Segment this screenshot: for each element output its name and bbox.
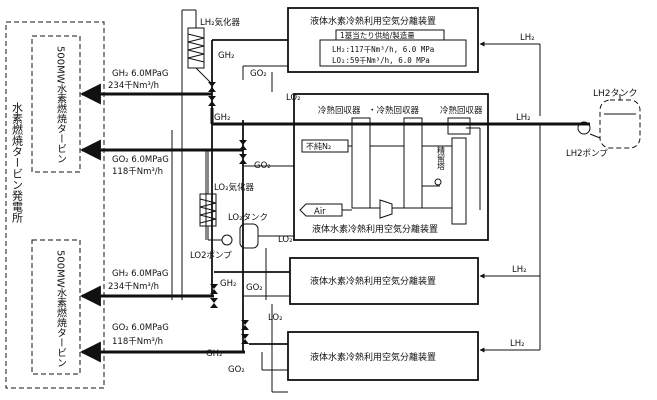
asu-1-spec-lh2: LH₂:117千Nm³/h, 6.0 MPa	[332, 44, 434, 54]
asu-unit-2: 冷熱回収器 ・冷熱回収器 冷熱回収器 精留塔 不純N₂ Air 液体水素冷熱利用…	[293, 93, 489, 241]
asu-2-name: 液体水素冷熱利用空気分離装置	[312, 223, 438, 235]
turbine-lower-label: 500MW水素燃焼タービン	[55, 250, 67, 368]
column-label: 精留塔	[437, 145, 446, 171]
label-go2-c: GO₂	[246, 283, 263, 293]
heat-exchanger-1	[351, 117, 371, 209]
label-go2-a: GO₂	[250, 69, 267, 79]
asu-3-name: 液体水素冷熱利用空気分離装置	[310, 275, 436, 287]
asu-1-name: 液体水素冷熱利用空気分離装置	[310, 15, 436, 27]
asu-1-spec-box	[319, 39, 467, 67]
turbine-supply-lines	[79, 83, 245, 363]
valves	[208, 82, 249, 344]
lo2-system: LO₂気化器 LO₂タンク LO2ポンプ	[190, 150, 294, 300]
impure-n2-label: 不純N₂	[306, 141, 331, 151]
lo2-pump-symbol	[221, 234, 233, 246]
lh2-pump: LH2ポンプ	[566, 121, 608, 159]
label-go2-d: GO₂	[228, 365, 245, 375]
asu-2-heat-recovery-label-2: ・冷熱回収器	[368, 105, 420, 116]
asu-unit-3: 液体水素冷熱利用空気分離装置	[289, 257, 479, 305]
asu-3-box	[289, 257, 479, 305]
turbine-lower-box	[31, 239, 81, 375]
go2-flow-lower: 118千Nm³/h	[112, 336, 163, 347]
asu-1-spec-lo2: LO₂:59千Nm³/h, 6.0 MPa	[332, 55, 430, 65]
asu-3-lh2-in-label: LH₂	[512, 265, 527, 275]
asu-4-box	[287, 331, 479, 381]
lo2-vaporizer-label: LO₂気化器	[214, 182, 255, 193]
heat-exchanger-2	[403, 117, 423, 209]
asu-unit-4: 液体水素冷熱利用空気分離装置	[287, 331, 479, 381]
lo2-pump-label: LO2ポンプ	[190, 251, 232, 261]
lh2-tank: LH2タンク	[593, 88, 641, 149]
asu-4-name: 液体水素冷熱利用空気分離装置	[310, 351, 436, 363]
lh2-tank-body	[599, 99, 641, 149]
asu-2-heat-recovery-label-1: 冷熱回収器	[318, 105, 361, 116]
lo2-tank-label: LO₂タンク	[228, 213, 268, 223]
gh2-condition-lower: GH₂ 6.0MPaG	[112, 269, 168, 279]
gh2-flow-lower: 234千Nm³/h	[108, 281, 159, 292]
power-plant-boundary	[5, 21, 105, 389]
power-plant-name: 水素燃焼タービン発電所	[11, 102, 24, 224]
lh2-tank-label: LH2タンク	[593, 88, 638, 99]
rectification-column	[451, 137, 467, 225]
go2-condition-upper: GO₂ 6.0MPaG	[112, 155, 169, 165]
asu-2-box	[293, 93, 489, 241]
lh2-pump-symbol	[577, 121, 591, 135]
lh2-pump-label: LH2ポンプ	[566, 149, 608, 159]
asu-1-lh2-in-label: LH₂	[520, 33, 535, 43]
label-gh2-c: GH₂	[220, 279, 236, 289]
label-gh2-b: GH₂	[214, 113, 230, 123]
asu-4-lh2-in-label: LH₂	[510, 339, 525, 349]
label-gh2-d: GH₂	[206, 349, 222, 359]
air-compressor	[379, 199, 393, 219]
turbine-upper: 500MW水素燃焼タービン	[31, 35, 81, 173]
air-inlet	[299, 203, 343, 217]
label-gh2-a: GH₂	[218, 51, 234, 61]
asu-unit-1: 液体水素冷熱利用空気分離装置 1基当たり供給/製造量 LH₂:117千Nm³/h…	[287, 7, 479, 73]
gh2-condition-upper: GH₂ 6.0MPaG	[112, 69, 168, 79]
go2-flow-upper: 118千Nm³/h	[112, 166, 163, 177]
lh2-vaporizer-label: LH₂気化器	[200, 17, 241, 28]
asu-1-output-lines	[212, 39, 288, 92]
asu-1-spec-title: 1基当たり供給/製造量	[340, 30, 415, 40]
turbine-upper-label: 500MW水素燃焼タービン	[55, 46, 67, 164]
asu-2-lh2-in-label: LH₂	[516, 113, 531, 123]
go2-condition-lower: GO₂ 6.0MPaG	[112, 323, 169, 333]
lh2-vaporizer-top: LH₂気化器	[182, 9, 241, 85]
label-lo2-c: LO₂	[268, 313, 283, 323]
gh2-flow-upper: 234千Nm³/h	[108, 80, 159, 91]
heat-exchanger-3	[447, 117, 471, 135]
turbine-lower: 500MW水素燃焼タービン	[31, 239, 81, 375]
asu-2-heat-recovery-label-3: 冷熱回収器	[440, 105, 483, 116]
air-label: Air	[314, 207, 326, 217]
label-lo2-b: LO₂	[278, 235, 293, 245]
